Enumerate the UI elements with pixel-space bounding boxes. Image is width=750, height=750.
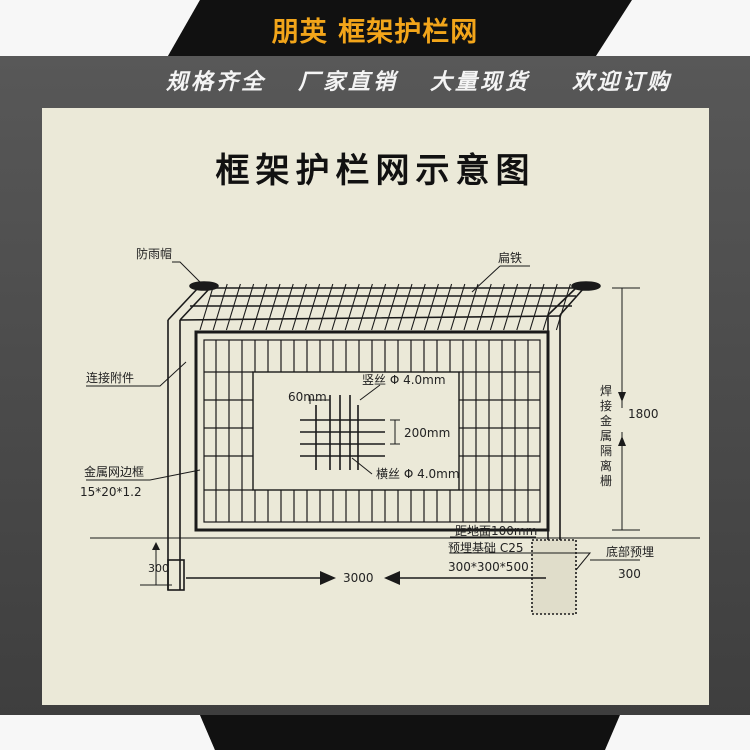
slogan-3: 大量现货 [430,69,531,95]
slogan-bar: 规格齐全 厂家直销 大量现货 欢迎订购 [0,62,750,104]
mesh-wires [204,340,540,522]
label-embed-depth: 300 [148,562,169,575]
label-flat-iron: 扁铁 [498,251,522,265]
rain-cap-left [189,281,219,291]
foundation-block [531,539,577,615]
banner-shape [0,0,750,56]
mesh-frame [194,330,550,532]
label-bottom-embed-value: 300 [618,567,641,581]
svg-text:属: 属 [600,429,612,443]
label-frame-size: 15*20*1.2 [80,485,142,499]
left-post [167,320,181,590]
svg-text:金: 金 [600,413,612,428]
label-foundation: 预埋基础 C25 [448,541,523,555]
label-rain-cap: 防雨帽 [136,246,172,261]
svg-text:隔: 隔 [600,444,612,458]
mesh-detail-area [252,371,460,491]
label-spacing-small: 60mm [288,390,327,404]
banner-title: 朋英 框架护栏网 [271,17,479,48]
label-foundation-size: 300*300*500 [448,560,529,574]
label-connector: 连接附件 [86,370,134,385]
label-ground-gap: 距地面100mm [455,524,537,538]
svg-text:焊: 焊 [600,383,612,398]
label-bottom-embed: 底部预埋 [606,544,654,559]
diagram-heading: 框架护栏网示意图 [215,151,536,191]
label-horizontal-wire: 横丝 Φ 4.0mm [376,467,460,481]
svg-text:接: 接 [600,398,612,413]
label-height: 1800 [628,407,659,421]
slogan-4: 欢迎订购 [572,69,673,95]
label-vertical-wire: 竖丝 Φ 4.0mm [362,373,446,387]
label-span: 3000 [343,571,374,585]
svg-text:离: 离 [600,458,612,473]
slogan-1: 规格齐全 [166,69,267,95]
label-spacing-large: 200mm [404,426,450,440]
svg-text:栅: 栅 [600,473,612,488]
rain-cap-right [571,281,601,291]
top-pickets [199,283,571,331]
wire-detail [300,395,385,470]
slogan-2: 厂家直销 [298,69,399,95]
label-frame-edge: 金属网边框 [84,464,144,479]
